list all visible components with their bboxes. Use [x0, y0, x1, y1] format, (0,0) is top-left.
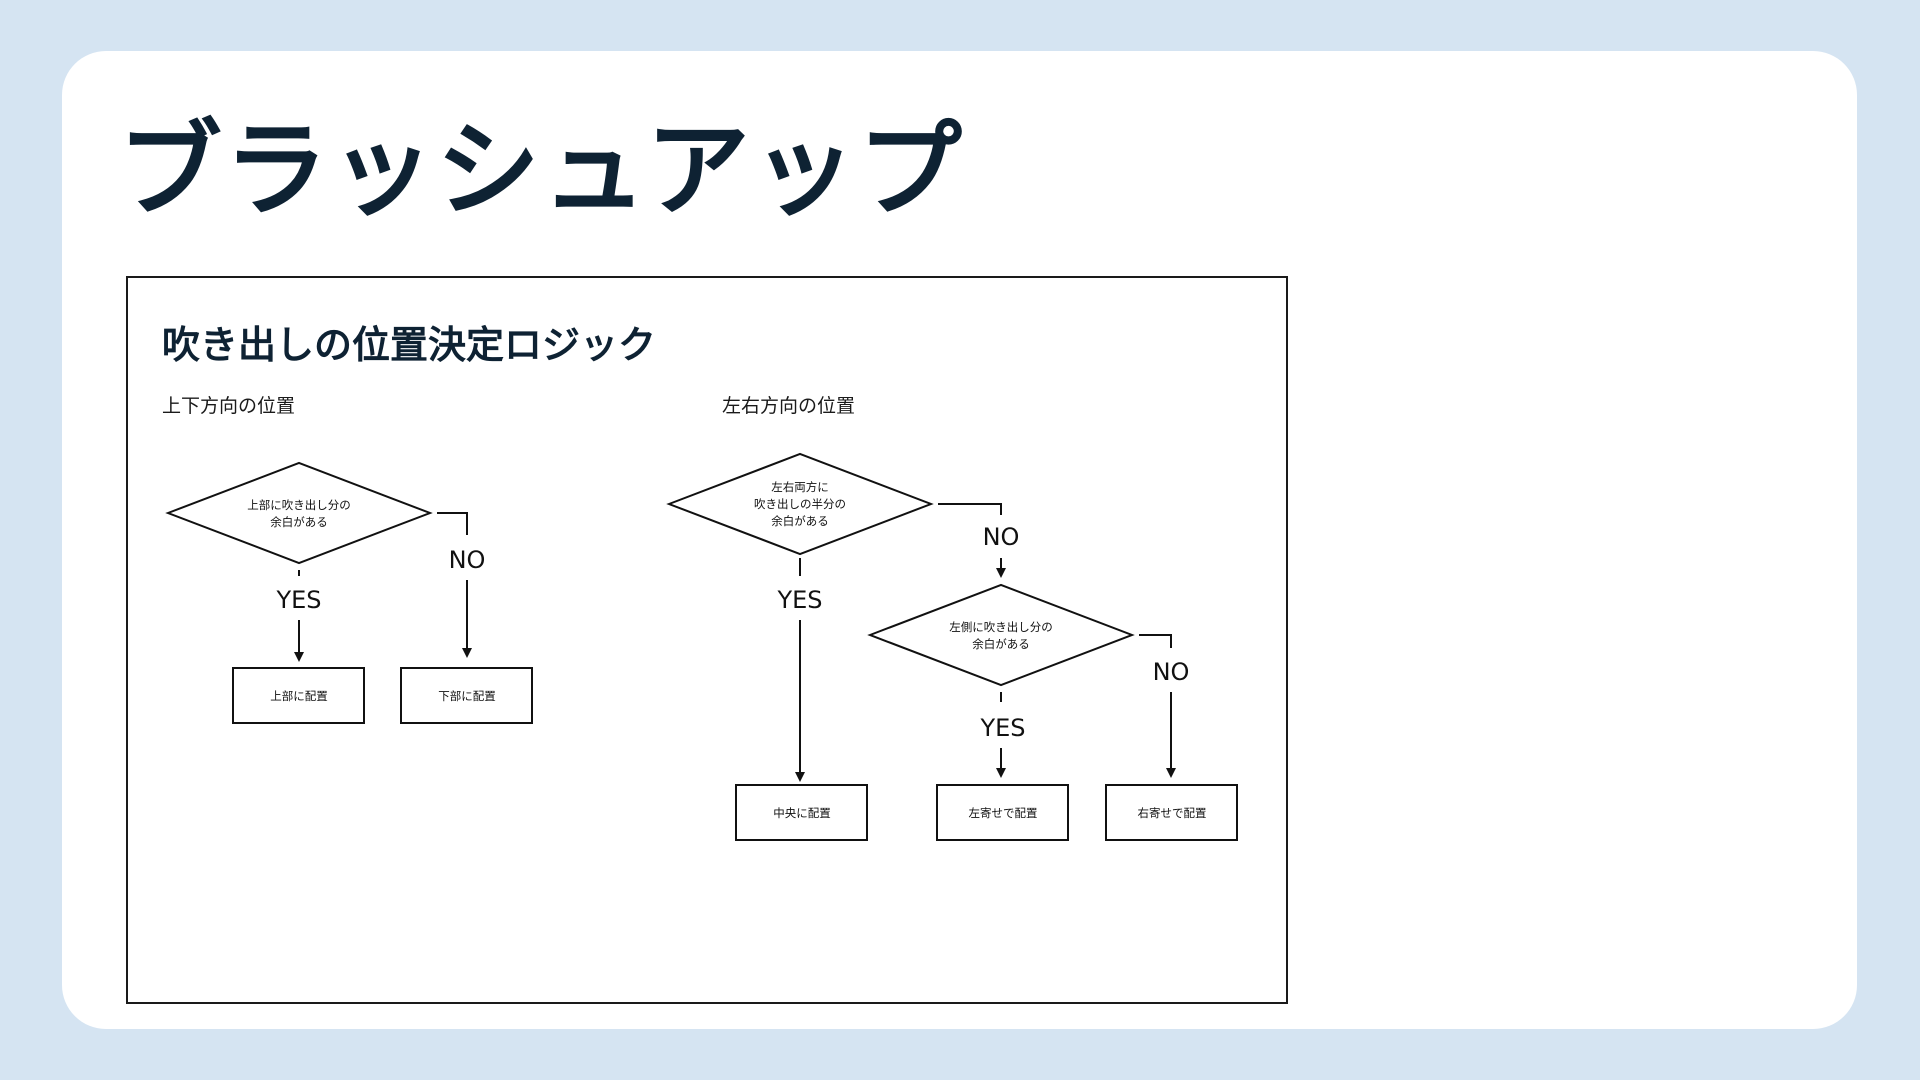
result-center-placement-label: 中央に配置 — [773, 806, 831, 820]
connector-no-both-sides — [938, 503, 1002, 515]
result-top-placement — [232, 667, 365, 724]
decision-both-sides-space — [666, 452, 934, 556]
vertical-heading: 上下方向の位置 — [162, 395, 295, 417]
horizontal-heading: 左右方向の位置 — [722, 395, 855, 417]
decision-top-space-line2: 余白がある — [270, 515, 328, 529]
result-bottom-placement — [400, 667, 533, 724]
result-top-placement-label: 上部に配置 — [270, 689, 328, 703]
decision-both-sides-line3: 余白がある — [771, 514, 829, 528]
decision-left-space-line2: 余白がある — [972, 637, 1030, 651]
decision-both-sides-line2: 吹き出しの半分の — [754, 497, 846, 511]
decision-top-space-line1: 上部に吹き出し分の — [247, 498, 351, 512]
result-right-placement — [1105, 784, 1238, 841]
result-left-placement — [936, 784, 1069, 841]
result-right-placement-label: 右寄せで配置 — [1138, 806, 1207, 820]
result-center-placement — [735, 784, 868, 841]
decision-left-space-line1: 左側に吹き出し分の — [949, 620, 1053, 634]
label-no-both-sides: NO — [983, 523, 1020, 551]
label-yes-left: YES — [979, 714, 1025, 742]
label-yes-top: YES — [275, 586, 321, 614]
page-title: ブラッシュアップ — [118, 109, 964, 231]
label-no-left-space: NO — [1153, 658, 1190, 686]
label-yes-center: YES — [776, 586, 822, 614]
connector-no-left-space — [1139, 634, 1172, 648]
decision-left-space — [867, 583, 1135, 687]
result-left-placement-label: 左寄せで配置 — [969, 806, 1038, 820]
label-no-top: NO — [449, 546, 486, 574]
connector-no-top — [437, 512, 468, 535]
diagram-title: 吹き出しの位置決定ロジック — [162, 323, 656, 367]
decision-top-space — [165, 461, 433, 565]
decision-both-sides-line1: 左右両方に — [771, 480, 829, 494]
result-bottom-placement-label: 下部に配置 — [438, 689, 496, 703]
